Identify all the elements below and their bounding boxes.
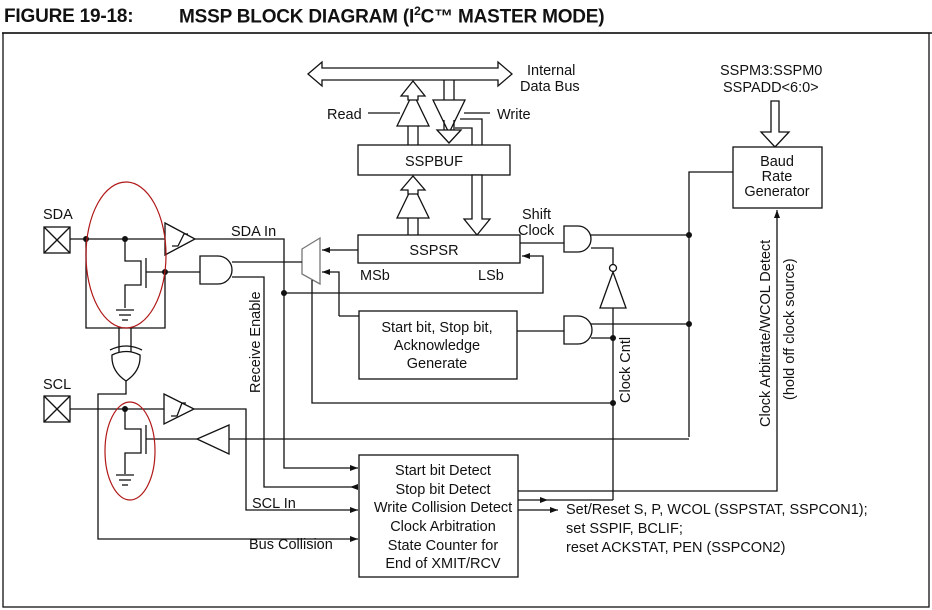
internal-bus-label-2: Data Bus	[520, 79, 580, 95]
scl-ground-icon	[116, 474, 134, 486]
sspsr-label: SSPSR	[409, 243, 458, 259]
figure-number: FIGURE 19-18:	[4, 6, 134, 28]
start-stop-ack-line-2: Acknowledge	[394, 338, 480, 354]
shift-clock-label-2: Clock	[518, 223, 555, 239]
sspsr-to-sspbuf-buffer	[395, 175, 431, 235]
shift-clock-label-1: Shift	[522, 207, 551, 223]
junction-dot	[610, 335, 616, 341]
lsb-input-wire	[284, 253, 544, 294]
sda-ground-icon	[116, 309, 134, 321]
sda-pin	[43, 226, 71, 254]
ack-and-gate	[563, 315, 593, 345]
sda-nmos-transistor	[124, 239, 165, 308]
bus-collision-wire	[97, 381, 358, 542]
clock-arbitrate-wire	[518, 210, 780, 492]
scl-nmos-transistor	[124, 409, 197, 474]
figure-frame	[2, 32, 930, 608]
start-stop-ack-line-3: Generate	[407, 356, 467, 372]
sspm-label: SSPM3:SSPM0	[720, 63, 822, 79]
detect-line-5: State Counter for	[388, 538, 499, 554]
figure-title-sup: 2	[414, 4, 421, 18]
sda-schmitt-buffer	[164, 221, 197, 257]
detect-line-2: Stop bit Detect	[395, 482, 490, 498]
scl-pin	[43, 395, 71, 423]
clock-cntl-label: Clock Cntl	[618, 337, 634, 403]
sda-in-wire	[195, 238, 358, 471]
sda-label: SDA	[43, 207, 73, 223]
sspm-input-arrow	[759, 100, 791, 148]
mux	[301, 236, 321, 286]
read-buffer	[395, 79, 431, 145]
sspadd-label-text: SSPADD<6:0>	[723, 80, 819, 96]
start-stop-ack-block	[358, 310, 518, 380]
clock-inverter	[599, 263, 627, 309]
lsb-label: LSb	[478, 268, 504, 284]
bus-collision-xor-gate	[109, 328, 143, 382]
clock-cntl-arrow	[540, 497, 548, 503]
mux-clock-loop-wire	[311, 280, 613, 404]
msb-label: MSb	[360, 268, 390, 284]
start-stop-ack-line-1: Start bit, Stop bit,	[381, 320, 492, 336]
scl-schmitt-buffer	[163, 392, 196, 426]
brg-label-2: Rate	[762, 169, 793, 185]
receive-enable-wire	[232, 276, 358, 488]
detect-line-4: Clock Arbitration	[390, 519, 496, 535]
detect-block	[358, 454, 519, 578]
junction-dot	[281, 290, 287, 296]
scl-annotation-ellipse	[104, 401, 156, 501]
read-label: Read	[327, 107, 362, 123]
internal-bus-label-1: Internal	[527, 63, 575, 79]
sspbuf-register	[357, 144, 511, 176]
sspsr-register	[357, 234, 521, 264]
output-line-2: set SSPIF, BCLIF;	[566, 521, 683, 537]
brg-label-3: Generator	[744, 184, 809, 200]
clock-arbitrate-label: Clock Arbitrate/WCOL Detect	[758, 240, 774, 427]
sspbuf-to-sspsr-arrow	[462, 174, 492, 237]
figure-title-suffix: C™ MASTER MODE)	[420, 6, 605, 28]
bus-collision-label: Bus Collision	[249, 537, 333, 553]
junction-dot	[686, 232, 692, 238]
sspbuf-label: SSPBUF	[405, 154, 463, 170]
detect-line-3: Write Collision Detect	[374, 500, 512, 516]
figure-title: FIGURE 19-18: MSSP BLOCK DIAGRAM (I2C™ MA…	[4, 4, 605, 32]
junction-dot	[686, 321, 692, 327]
output-line-3: reset ACKSTAT, PEN (SSPCON2)	[566, 540, 785, 556]
scl-in-label: SCL In	[252, 496, 296, 512]
scl-drive-buffer	[195, 424, 230, 456]
ack-gen-to-mux	[322, 269, 340, 316]
shift-and-inverter-wire	[591, 247, 614, 264]
receive-enable-arrow	[350, 484, 358, 490]
brg-clock-wire	[688, 171, 733, 437]
output-line-1: Set/Reset S, P, WCOL (SSPSTAT, SSPCON1);	[566, 502, 868, 518]
sda-and-gate	[199, 255, 233, 285]
write-buffer	[431, 80, 483, 145]
hold-off-label: (hold off clock source)	[782, 258, 798, 400]
detect-line-1: Start bit Detect	[395, 463, 491, 479]
sda-in-label: SDA In	[231, 224, 276, 240]
receive-enable-label: Receive Enable	[248, 291, 264, 393]
scl-in-wire	[194, 408, 358, 513]
figure-title-prefix: MSSP BLOCK DIAGRAM (I	[179, 6, 415, 28]
detect-line-6: End of XMIT/RCV	[385, 556, 501, 572]
brg-label-1: Baud	[760, 154, 794, 170]
internal-data-bus	[307, 60, 513, 88]
scl-label: SCL	[43, 377, 71, 393]
baud-rate-generator	[732, 146, 823, 209]
shift-clock-and-gate	[563, 225, 592, 253]
write-label: Write	[497, 107, 531, 123]
sda-annotation-ellipse	[85, 181, 167, 329]
